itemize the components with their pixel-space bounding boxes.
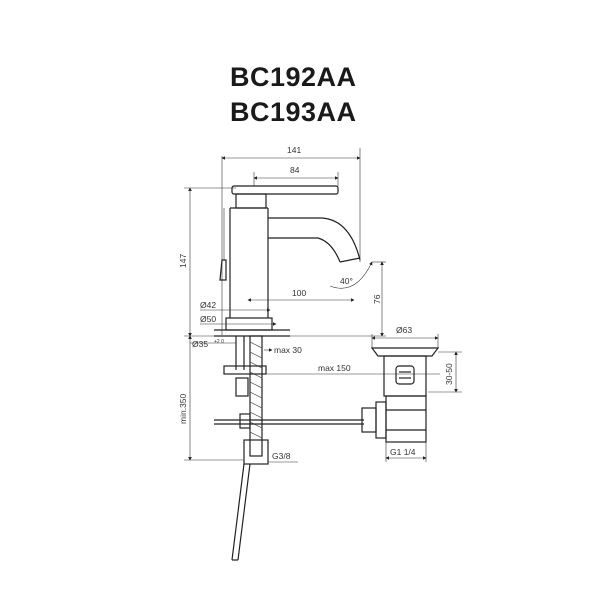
dim-30-50-label: 30-50 [444,363,454,385]
angle-label: 40° [340,276,353,286]
dim-100-label: 100 [292,288,306,298]
dim-76-label: 76 [372,294,382,304]
waste-valve: Ø63 30-50 G1 1/4 [361,325,462,462]
dim-d35-label: Ø35 [192,339,208,349]
faucet-body [214,185,361,337]
dim-g38-label: G3/8 [272,451,291,461]
dimension-141: 141 [221,145,361,335]
dim-147-label: 147 [178,254,188,268]
dimension-g38: G3/8 [268,451,298,463]
dim-84-label: 84 [290,165,300,175]
model-title-1: BC192AA [230,62,357,92]
dimension-100: 100 [247,288,355,302]
dimension-max: max 30 max 150 [264,345,440,375]
dim-min350-label: min.350 [178,393,188,424]
dim-max150-label: max 150 [318,363,351,373]
dim-d42-label: Ø42 [200,300,216,310]
dim-141-label: 141 [287,145,301,155]
dim-max30-label: max 30 [274,345,302,355]
dimension-76: 76 [290,261,386,337]
dim-g114-label: G1 1/4 [390,447,416,457]
dim-d35-tolerance: +2 0 [214,339,224,345]
dim-d50-label: Ø50 [200,314,216,324]
dimension-84: 84 [253,165,339,186]
mounting-assembly: Ø35 +2 0 [190,335,364,561]
dimension-diameter-base: Ø42 Ø50 [200,300,277,326]
dimension-min350: min.350 [178,335,244,461]
model-title-2: BC193AA [230,97,357,127]
dim-d63-label: Ø63 [396,325,412,335]
angle-indicator: 40° [329,261,373,289]
